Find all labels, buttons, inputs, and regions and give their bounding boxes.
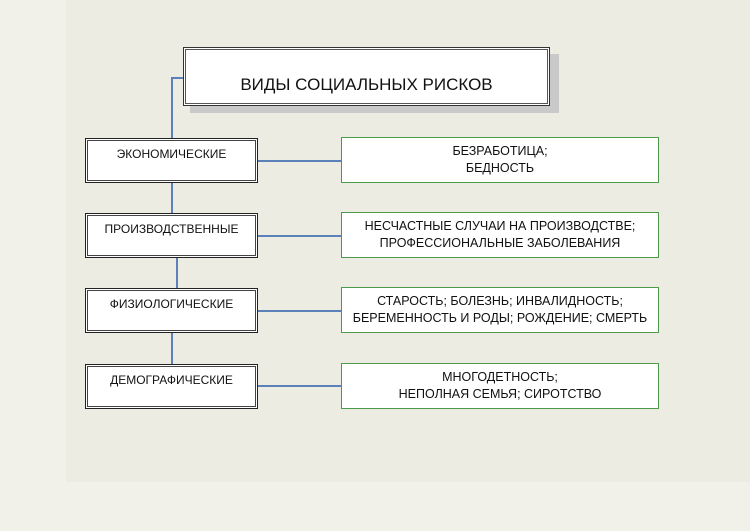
description-physiological: СТАРОСТЬ; БОЛЕЗНЬ; ИНВАЛИДНОСТЬ; БЕРЕМЕН…: [341, 287, 659, 333]
description-line: НЕПОЛНАЯ СЕМЬЯ; СИРОТСТВО: [398, 387, 602, 401]
category-label: ФИЗИОЛОГИЧЕСКИЕ: [109, 297, 234, 311]
connector-industrial-to-physiological: [176, 258, 178, 289]
category-label: ПРОИЗВОДСТВЕННЫЕ: [104, 222, 239, 236]
category-economic: ЭКОНОМИЧЕСКИЕ: [85, 138, 258, 183]
description-line: БЕДНОСТЬ: [465, 161, 535, 175]
connector-economic-desc: [258, 160, 342, 162]
connector-physiological-to-demographic: [171, 333, 173, 364]
diagram-title: ВИДЫ СОЦИАЛЬНЫХ РИСКОВ: [183, 47, 550, 106]
diagram-title-text: ВИДЫ СОЦИАЛЬНЫХ РИСКОВ: [240, 75, 493, 94]
description-line: ПРОФЕССИОНАЛЬНЫЕ ЗАБОЛЕВАНИЯ: [379, 236, 621, 250]
connector-title-stub: [171, 77, 184, 79]
category-physiological: ФИЗИОЛОГИЧЕСКИЕ: [85, 288, 258, 333]
connector-physiological-desc: [258, 310, 342, 312]
category-label: ДЕМОГРАФИЧЕСКИЕ: [110, 373, 233, 387]
description-line: СТАРОСТЬ; БОЛЕЗНЬ; ИНВАЛИДНОСТЬ;: [377, 294, 623, 308]
connector-demographic-desc: [258, 385, 342, 387]
connector-economic-to-industrial: [171, 182, 173, 213]
description-line: НЕСЧАСТНЫЕ СЛУЧАИ НА ПРОИЗВОДСТВЕ;: [364, 219, 636, 233]
description-line: БЕРЕМЕННОСТЬ И РОДЫ; РОЖДЕНИЕ; СМЕРТЬ: [352, 311, 648, 325]
description-economic: БЕЗРАБОТИЦА; БЕДНОСТЬ: [341, 137, 659, 183]
category-demographic: ДЕМОГРАФИЧЕСКИЕ: [85, 364, 258, 409]
description-line: БЕЗРАБОТИЦА;: [452, 144, 548, 158]
category-industrial: ПРОИЗВОДСТВЕННЫЕ: [85, 213, 258, 258]
connector-title-to-economic: [171, 77, 173, 138]
connector-industrial-desc: [258, 235, 342, 237]
description-industrial: НЕСЧАСТНЫЕ СЛУЧАИ НА ПРОИЗВОДСТВЕ; ПРОФЕ…: [341, 212, 659, 258]
category-label: ЭКОНОМИЧЕСКИЕ: [116, 147, 227, 161]
description-demographic: МНОГОДЕТНОСТЬ; НЕПОЛНАЯ СЕМЬЯ; СИРОТСТВО: [341, 363, 659, 409]
description-line: МНОГОДЕТНОСТЬ;: [442, 370, 558, 384]
